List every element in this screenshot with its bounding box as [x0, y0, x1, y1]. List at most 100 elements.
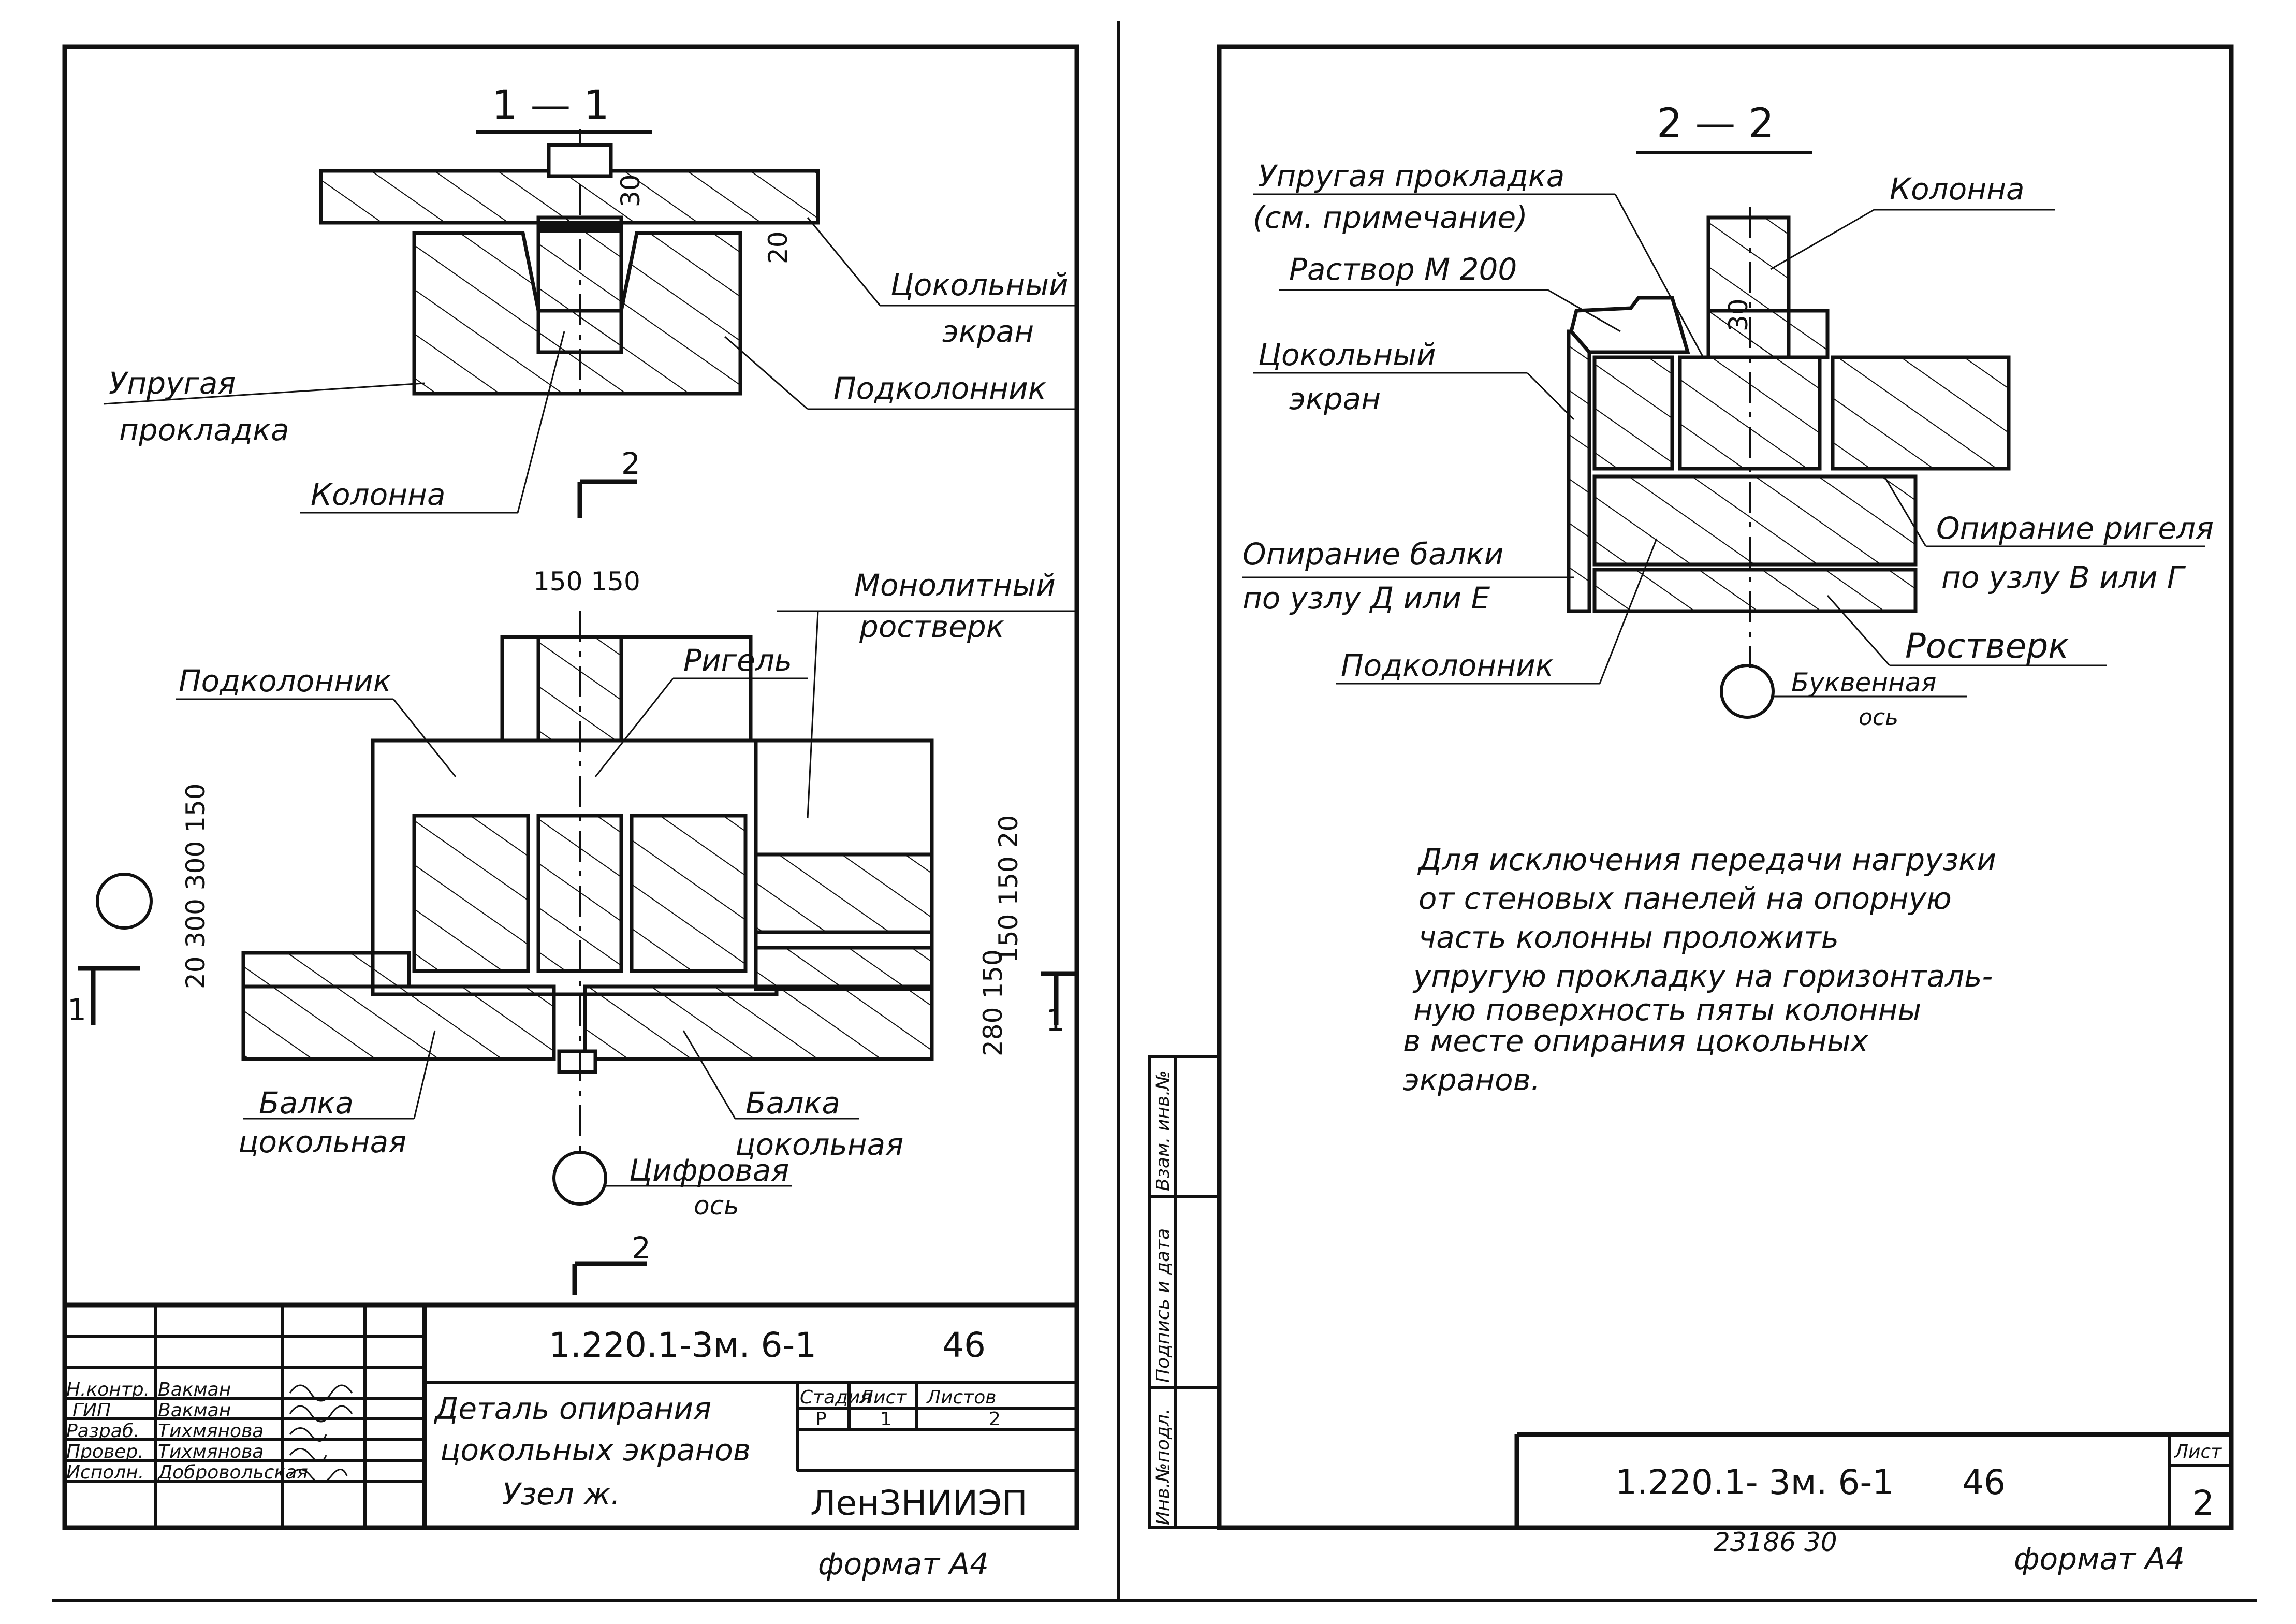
label-bukvennaya: Буквенная [1791, 668, 1936, 698]
letter-axis-bubble [1720, 664, 1775, 719]
note-block: Для исключения передачи нагрузки от стен… [1403, 842, 1996, 1097]
note-line-2: от стеновых панелей на опорную [1418, 881, 1952, 916]
format-1: формат А4 [818, 1546, 989, 1582]
section-marker-2-bottom: 2 [572, 1230, 651, 1295]
section-1-1-leaders [103, 217, 1077, 514]
dim-right-bottom: 280 150 [978, 949, 1008, 1056]
dim-20-label: 20 [763, 231, 793, 264]
role-1: Н.контр. [66, 1379, 150, 1400]
mortar [1569, 296, 1690, 354]
label-podkolonnik-2: Подколонник [179, 663, 391, 699]
leader-monolit [807, 611, 819, 819]
dim-left: 20 300 300 150 [181, 783, 211, 989]
section-1-1-title: 1 — 1 [492, 82, 609, 129]
listov-value: 2 [989, 1409, 1001, 1430]
section-marker-1-left: 1 [67, 966, 140, 1027]
side-stamp [1148, 1055, 1221, 1529]
doc-issue-2: 46 [1962, 1462, 2006, 1502]
role-5: Исполн. [66, 1462, 144, 1483]
label-kolonna-1: Колонна [311, 477, 446, 512]
leader-balka-l [413, 1030, 436, 1119]
listov-header: Листов [926, 1387, 996, 1408]
label-po-uzlu-vg: по узлу В или Г [1941, 560, 2186, 595]
list-value-2: 2 [2192, 1483, 2214, 1523]
digital-axis-bubble [552, 1151, 607, 1206]
label-rastvor: Раствор М 200 [1289, 252, 1517, 287]
leader-balka-r [682, 1030, 736, 1119]
column-stub-top [547, 143, 613, 178]
label-podkolonnik-3: Подколонник [1341, 648, 1554, 683]
dim-150-150: 150 150 [533, 567, 640, 597]
note-line-4: упругую прокладку на горизонталь- [1412, 959, 1993, 994]
section-marker-1-right-label: 1 [1046, 1003, 1065, 1038]
label-ekran-1: экран [942, 314, 1034, 349]
leader-rigelya [1883, 476, 1927, 547]
label-tsokolnaya-left: цокольная [238, 1124, 406, 1159]
leader-rostverk2 [1826, 595, 1891, 666]
label-kolonna-2: Колонна [1890, 171, 2025, 207]
doc-issue-1: 46 [942, 1325, 986, 1365]
leader-tsokolny2 [1526, 372, 1575, 421]
dim-30-label: 30 [616, 174, 646, 207]
leader-rastvor [1547, 289, 1621, 332]
stadiya-value: Р [815, 1409, 827, 1430]
label-os-2: ось [1859, 704, 1898, 731]
label-tsokolny-1: Цокольный [890, 267, 1069, 302]
section-2-2-leaders [1242, 193, 2205, 698]
label-balka-left: Балка [259, 1085, 354, 1121]
podk-block-left [1592, 355, 1674, 471]
leader-podk2b [1599, 538, 1658, 684]
dim-right-top: 150 150 20 [993, 815, 1023, 963]
podkolonnik-2 [1592, 474, 1918, 567]
sheet-2-frame [1217, 44, 2234, 1530]
note-line-7: экранов. [1403, 1062, 1540, 1097]
side-stamp-inv: Инв.№подл. [1152, 1409, 1174, 1525]
dim-30-2: 30 [1723, 298, 1753, 331]
organization: ЛенЗНИИЭП [810, 1483, 1028, 1523]
label-tsifrovaya: Цифровая [629, 1153, 789, 1188]
signature-1 [289, 1384, 353, 1402]
label-opiranie-rigelya: Опирание ригеля [1936, 511, 2214, 546]
column-base-2 [1706, 309, 1830, 359]
section-marker-2-bottom-label: 2 [632, 1230, 651, 1266]
bolt [557, 1049, 597, 1074]
rostverk-band-lower [754, 946, 934, 991]
title-block-2 [1514, 1432, 2231, 1528]
block-left [412, 814, 530, 973]
section-marker-2-top: 2 [577, 446, 640, 518]
sheet-2: 2 — 2 30 [1148, 44, 2234, 1576]
role-4: Провер. [66, 1441, 144, 1462]
screen-slab-top [319, 169, 820, 225]
leader-kolonna2 [1770, 209, 1875, 270]
plan-leaders [176, 610, 1077, 1120]
label-sm-primechanie: (см. примечание) [1253, 200, 1528, 235]
role-2: ГИП [72, 1400, 111, 1421]
label-tsokolnaya-right: цокольная [735, 1127, 903, 1162]
role-3: Разраб. [66, 1420, 139, 1442]
section-marker-1-left-label: 1 [67, 992, 86, 1027]
label-po-uzlu-de: по узлу Д или Е [1242, 581, 1490, 616]
side-stamp-vzam: Взам. инв.№ [1152, 1070, 1174, 1191]
name-5: Добровольская [157, 1462, 308, 1483]
beam-left-top [241, 951, 411, 989]
list-value-1: 1 [880, 1409, 892, 1430]
doc-code-2: 1.220.1- 3м. 6-1 [1615, 1462, 1894, 1502]
plan-drawing: 150 150 20 300 300 150 150 150 20 280 15… [96, 567, 1023, 1155]
leader-podk2 [392, 699, 457, 777]
note-line-3: часть колонны проложить [1418, 920, 1839, 955]
sheet-1: 1 — 1 30 20 Цокольный экран Подколонник … [52, 21, 2257, 1602]
title-line-3: Узел ж. [502, 1476, 620, 1512]
section-1-1-drawing: 30 20 [319, 129, 820, 404]
name-2: Вакман [158, 1400, 231, 1421]
note-line-6: в месте опирания цокольных [1403, 1023, 1869, 1058]
label-uprugaya-1: Упругая [109, 366, 236, 401]
beam-left [241, 984, 556, 1061]
note-line-1: Для исключения передачи нагрузки [1417, 842, 1996, 877]
title-line-1: Деталь опирания [433, 1391, 711, 1426]
list-header-1: Лист [858, 1387, 907, 1408]
left-axis-bubble [96, 873, 153, 930]
label-monolitny: Монолитный [854, 568, 1056, 603]
title-line-2: цокольных экранов [440, 1432, 751, 1468]
block-right [630, 814, 748, 973]
doc-code-1: 1.220.1-3м. 6-1 [549, 1325, 816, 1365]
